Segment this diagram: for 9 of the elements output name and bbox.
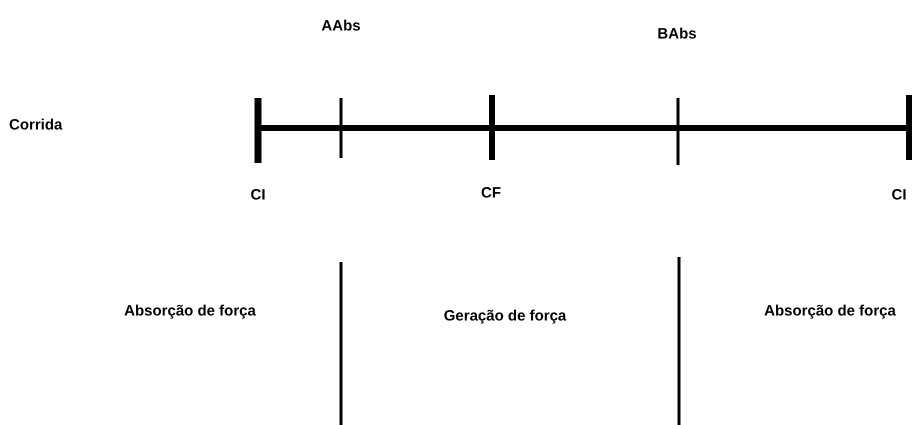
phase-description: Absorção de força bbox=[764, 302, 896, 320]
event-label: CI bbox=[250, 186, 266, 204]
phase-label: AAbs bbox=[321, 18, 361, 34]
row-label: Corrida bbox=[9, 116, 62, 134]
phase-label: BAbs bbox=[657, 26, 697, 42]
event-label: CF bbox=[481, 184, 501, 202]
phase-description: Geração de força bbox=[444, 308, 566, 324]
phase-description: Absorção de força bbox=[124, 302, 256, 320]
event-label: CI bbox=[892, 186, 906, 204]
